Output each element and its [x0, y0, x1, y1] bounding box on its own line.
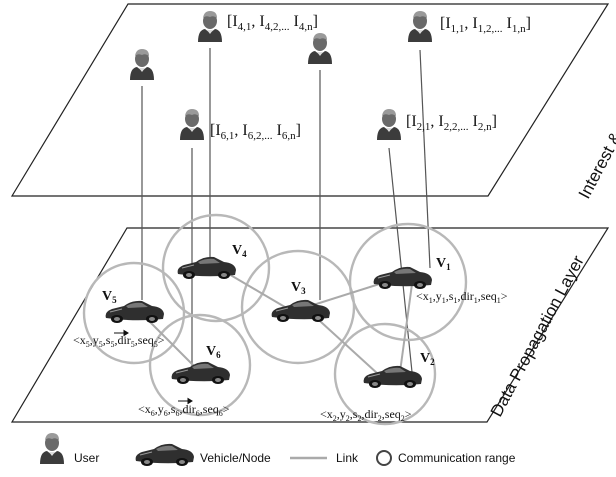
range-v3 — [240, 249, 356, 365]
legend-user-icon — [40, 433, 64, 464]
vehicle-label-v4: V4 — [232, 243, 247, 259]
range-v2 — [333, 322, 437, 426]
interest-content-plane — [10, 3, 610, 197]
vehicle-label-v5: V5 — [102, 289, 117, 305]
interest-vector-u2: [I2,1, I2,2,... I2,n] — [406, 113, 497, 133]
legend-user-label: User — [74, 451, 99, 465]
state-tuple-v1: <x1,y1,s1,dir1,seq1> — [416, 289, 508, 305]
interest-vector-u6: [I6,1, I6,2,... I6,n] — [210, 122, 301, 142]
vehicle-label-v3: V3 — [291, 280, 306, 296]
vehicle-label-v6: V6 — [206, 344, 221, 360]
tether-u2-v2 — [388, 147, 413, 373]
legend-range-icon — [376, 450, 392, 466]
state-tuple-v2: <x2,y2,s2,dir2,seq2> — [320, 407, 412, 423]
dir-arrowhead-icon — [187, 397, 193, 405]
communication-ranges — [82, 213, 468, 426]
vehicle-label-v1: V1 — [436, 256, 451, 272]
legend: User Vehicle/Node Link Communication ran… — [40, 433, 516, 467]
interest-vector-u4: [I4,1, I4,2,... I4,n] — [227, 13, 318, 33]
user-vehicle-tethers — [141, 48, 431, 373]
vehicle-label-v2: V2 — [420, 351, 435, 367]
link-v1-v2 — [399, 283, 413, 373]
interest-content-layer-label: Interest & Content Layer — [575, 30, 616, 202]
range-v1 — [348, 222, 468, 342]
range-v4 — [161, 213, 271, 323]
state-tuple-v5: <x5,y5,s5,dir5,seq5> — [73, 333, 165, 349]
data-propagation-plane — [10, 227, 610, 423]
interest-vector-u1: [I1,1, I1,2,... I1,n] — [440, 15, 531, 35]
dir-arrowhead-icon — [123, 329, 129, 337]
legend-range-label: Communication range — [398, 451, 516, 465]
range-v6 — [148, 313, 252, 417]
link-v3-v2 — [309, 311, 379, 375]
link-v4-v3 — [221, 269, 291, 311]
tether-u1-v1 — [419, 49, 431, 269]
state-tuple-v6: <x6,y6,s6,dir6,seq6> — [138, 402, 230, 418]
legend-link-label: Link — [336, 451, 359, 465]
legend-vehicle-label: Vehicle/Node — [200, 451, 271, 465]
legend-vehicle-icon — [135, 443, 195, 467]
range-v5 — [82, 261, 186, 365]
